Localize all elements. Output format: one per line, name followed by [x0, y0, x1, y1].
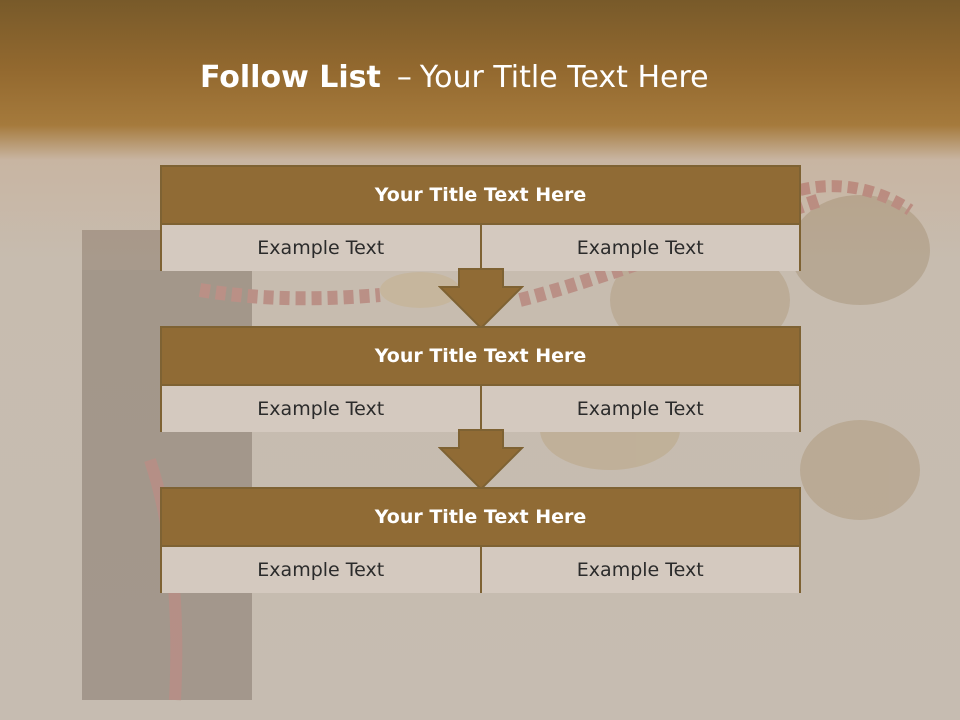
- step-cell-left: Example Text: [162, 386, 480, 432]
- step-block-3: Your Title Text Here Example Text Exampl…: [160, 487, 801, 593]
- title-main: Follow List: [200, 60, 381, 95]
- step-row: Example Text Example Text: [162, 547, 799, 593]
- step-cell-right: Example Text: [479, 386, 799, 432]
- step-title: Your Title Text Here: [162, 167, 799, 225]
- step-cell-right: Example Text: [479, 547, 799, 593]
- down-arrow-icon: [438, 429, 524, 491]
- down-arrow-icon: [438, 268, 524, 330]
- step-block-1: Your Title Text Here Example Text Exampl…: [160, 165, 801, 271]
- step-title: Your Title Text Here: [162, 328, 799, 386]
- step-row: Example Text Example Text: [162, 386, 799, 432]
- title-subtitle: Your Title Text Here: [419, 60, 709, 95]
- step-title: Your Title Text Here: [162, 489, 799, 547]
- step-cell-left: Example Text: [162, 225, 480, 271]
- step-cell-right: Example Text: [479, 225, 799, 271]
- slide-title: Follow List–Your Title Text Here: [200, 56, 709, 100]
- step-cell-left: Example Text: [162, 547, 480, 593]
- title-separator: –: [396, 60, 412, 95]
- step-block-2: Your Title Text Here Example Text Exampl…: [160, 326, 801, 432]
- step-row: Example Text Example Text: [162, 225, 799, 271]
